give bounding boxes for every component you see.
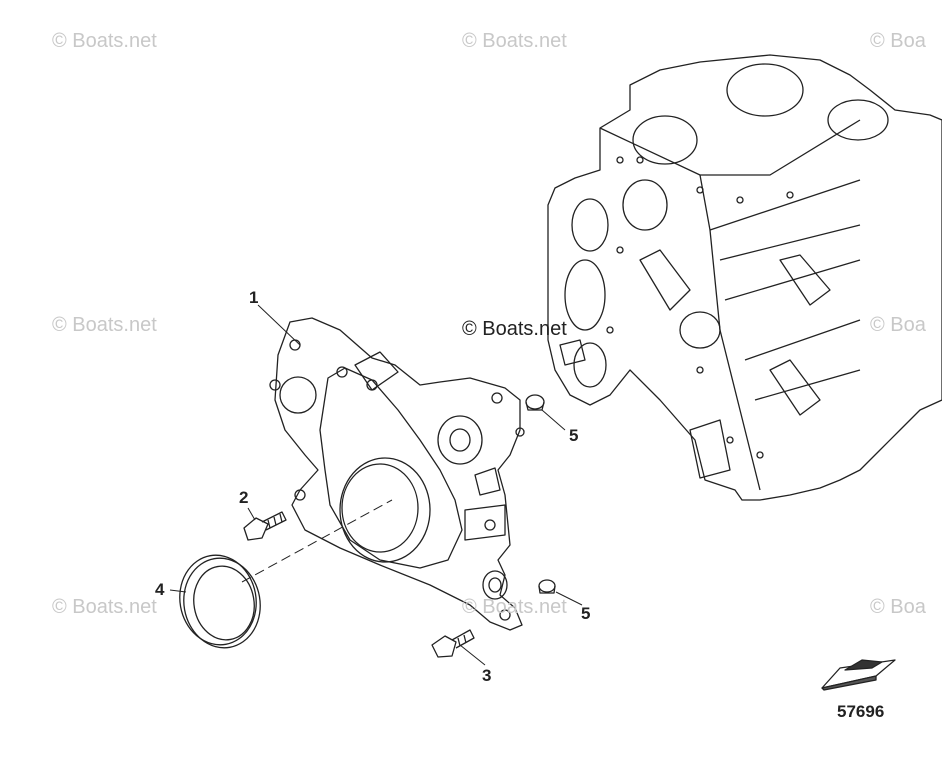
- callout-5: 5: [569, 426, 579, 445]
- callout-5: 5: [581, 604, 591, 623]
- watermark: © Boats.net: [52, 596, 157, 618]
- watermark: © Boa: [870, 314, 926, 336]
- callout-4: 4: [155, 580, 165, 599]
- watermark: © Boa: [870, 596, 926, 618]
- watermark: © Boa: [870, 30, 926, 52]
- front-cover: [269, 317, 525, 631]
- figure-number: 57696: [837, 702, 885, 721]
- callout-1: 1: [249, 288, 259, 307]
- centerline: [241, 499, 393, 583]
- callout-3: 3: [482, 666, 492, 685]
- bolt-2: [243, 511, 287, 541]
- bolt-3: [431, 629, 475, 658]
- watermark: © Boats.net: [462, 30, 567, 52]
- watermark: © Boats.net: [462, 318, 567, 340]
- oil-seal: [179, 554, 261, 649]
- dowel-pin-upper: [525, 394, 545, 411]
- dowel-pin-lower: [538, 579, 556, 594]
- watermark: © Boats.net: [52, 314, 157, 336]
- engine-block: [547, 54, 942, 501]
- callout-2: 2: [239, 488, 249, 507]
- watermark: © Boats.net: [462, 596, 567, 618]
- leader-lines: [169, 304, 583, 666]
- boat-orientation-icon: [821, 659, 896, 691]
- watermark: © Boats.net: [52, 30, 157, 52]
